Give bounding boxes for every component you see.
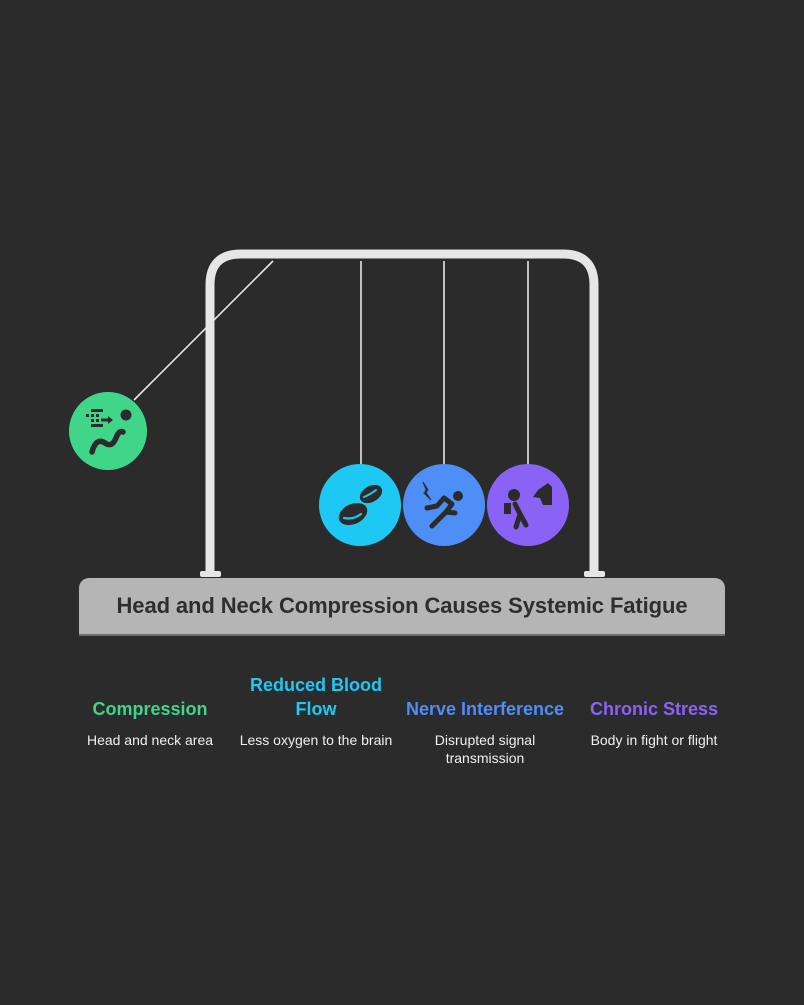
item-reduced-blood-flow: Reduced Blood Flow Less oxygen to the br… bbox=[231, 673, 401, 749]
item-heading: Chronic Stress bbox=[589, 699, 719, 719]
item-heading: Compression bbox=[92, 699, 208, 719]
item-heading: Nerve Interference bbox=[405, 699, 565, 719]
fleeing-person-icon bbox=[504, 483, 552, 530]
item-nerve-interference: Nerve Interference Disrupted signal tran… bbox=[400, 673, 570, 767]
frame-foot-left bbox=[200, 571, 221, 577]
ball-compression bbox=[69, 392, 147, 470]
frame-foot-right bbox=[584, 571, 605, 577]
item-description: Less oxygen to the brain bbox=[239, 732, 393, 748]
item-description: Disrupted signal transmission bbox=[434, 732, 536, 766]
electric-shock-fall-icon bbox=[422, 481, 463, 529]
item-chronic-stress: Chronic Stress Body in fight or flight bbox=[569, 673, 739, 749]
item-heading: Reduced Blood Flow bbox=[249, 675, 382, 719]
blood-cells-icon bbox=[338, 484, 383, 526]
cradle-base: Head and Neck Compression Causes Systemi… bbox=[79, 578, 725, 636]
item-description: Body in fight or flight bbox=[590, 732, 718, 748]
diagram-title: Head and Neck Compression Causes Systemi… bbox=[116, 593, 688, 618]
string-compression bbox=[133, 260, 274, 401]
item-description: Head and neck area bbox=[86, 732, 214, 748]
ball-stress bbox=[487, 464, 569, 546]
item-compression: Compression Head and neck area bbox=[65, 673, 235, 749]
cradle-frame bbox=[205, 249, 599, 572]
ball-blood-flow bbox=[319, 464, 401, 546]
airway-compression-icon bbox=[86, 409, 132, 455]
ball-nerve bbox=[403, 464, 485, 546]
